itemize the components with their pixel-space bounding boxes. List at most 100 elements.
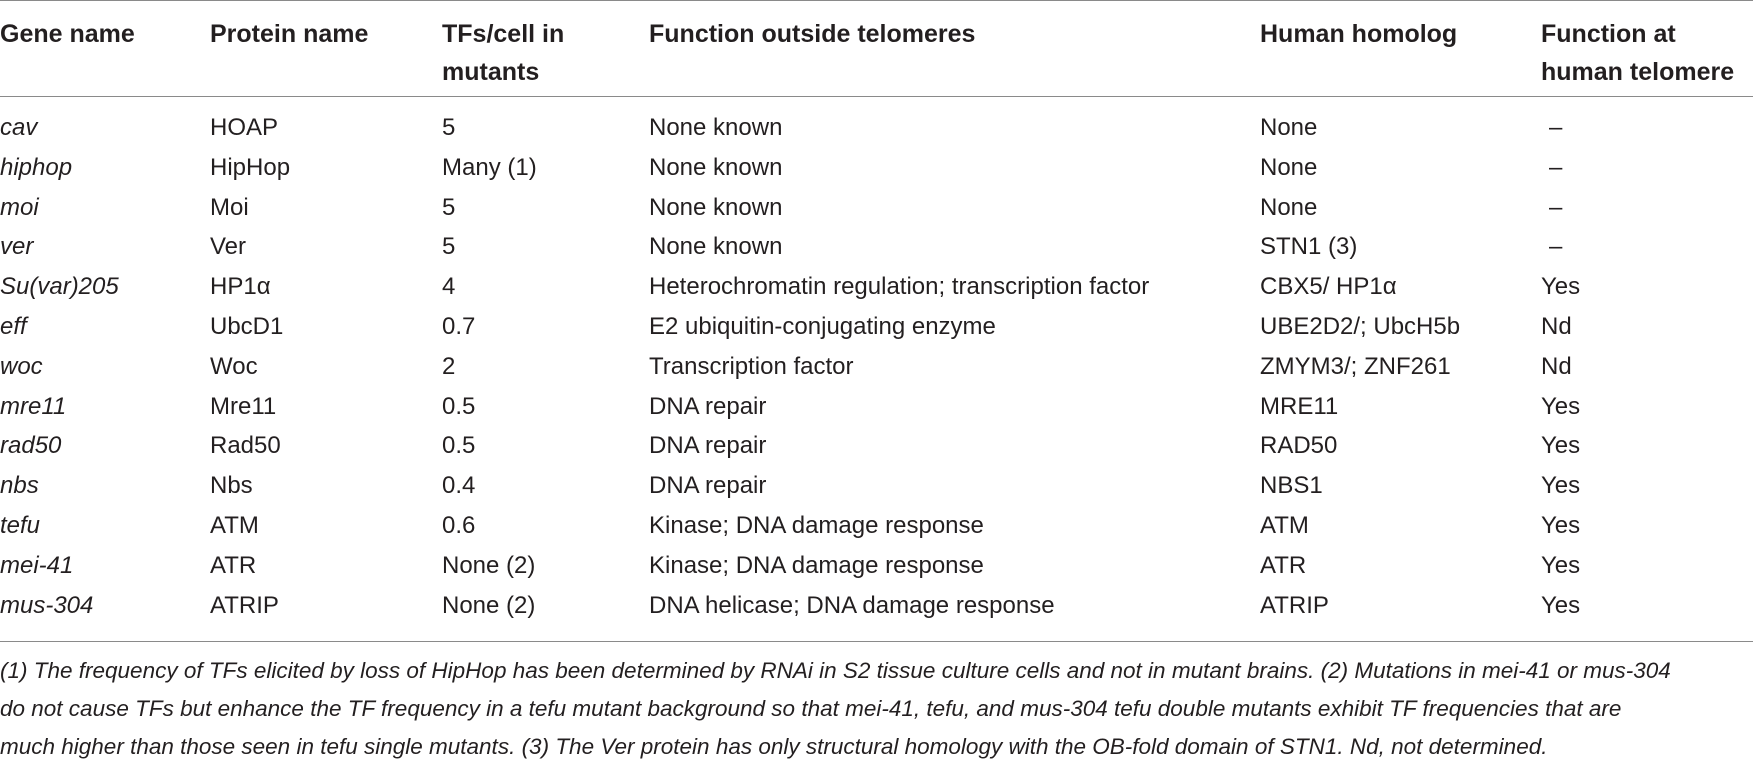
cell-gene-name: hiphop [0, 153, 73, 181]
cell-human-homolog: ATM [1260, 512, 1309, 539]
header-human-telomere-function: Function at human telomere [1541, 15, 1734, 91]
table-row: woc Woc 2 Transcription factor ZMYM3/; ZNF26… [0, 347, 1753, 387]
cell-protein-name: UbcD1 [210, 313, 284, 340]
cell-human-homolog: MRE11 [1260, 392, 1339, 420]
cell-gene-name: rad50 [0, 432, 62, 460]
cell-human-homolog: NBS1 [1260, 472, 1323, 500]
cell-tfs-per-cell: 0.5 [442, 432, 476, 460]
cell-tfs-per-cell: 5 [442, 233, 456, 261]
cell-function-outside: Kinase; DNA damage response [649, 512, 984, 539]
cell-gene-name: tefu [0, 512, 41, 539]
cell-gene-name: woc [0, 352, 43, 380]
table-row: moi Moi 5 None known None – [0, 188, 1753, 228]
table-row: cav HOAP 5 None known None – [0, 108, 1753, 148]
cell-function-outside: None known [649, 233, 783, 261]
header-tfs-line1: TFs/cell in [442, 20, 565, 48]
cell-function-outside: DNA repair [649, 432, 767, 460]
table-row: mei-41 ATR None (2) Kinase; DNA damage resp… [0, 546, 1753, 586]
cell-human-telomere-function: – [1549, 233, 1563, 261]
cell-protein-name: Woc [210, 352, 258, 380]
header-gene-name: Gene name [0, 20, 135, 48]
cell-tfs-per-cell: None (2) [442, 551, 536, 579]
cell-human-homolog: None [1260, 193, 1318, 221]
cell-tfs-per-cell: 0.5 [442, 392, 476, 420]
cell-tfs-per-cell: Many (1) [442, 153, 537, 181]
cell-function-outside: DNA helicase; DNA damage response [649, 591, 1055, 619]
table-bottom-rule [0, 641, 1753, 642]
cell-function-outside: Kinase; DNA damage response [649, 551, 984, 579]
cell-human-homolog: UBE2D2/; UbcH5b [1260, 313, 1461, 340]
cell-human-homolog: ATR [1260, 551, 1307, 579]
cell-protein-name: ATM [210, 512, 259, 539]
footnote-line-3: much higher than those seen in tefu sing… [0, 734, 1548, 759]
cell-gene-name: cav [0, 114, 38, 141]
cell-gene-name: mus-304 [0, 591, 94, 619]
cell-function-outside: DNA repair [649, 472, 767, 500]
cell-human-telomere-function: Yes [1541, 392, 1581, 420]
cell-human-telomere-function: – [1549, 193, 1563, 221]
cell-protein-name: ATR [210, 551, 257, 579]
cell-human-telomere-function: Yes [1541, 273, 1581, 301]
cell-tfs-per-cell: 2 [442, 352, 456, 380]
cell-human-telomere-function: Yes [1541, 472, 1581, 500]
cell-human-telomere-function: Nd [1541, 352, 1572, 380]
cell-protein-name: HP1α [210, 273, 271, 301]
cell-human-homolog: None [1260, 153, 1318, 181]
table-row: hiphop HipHop Many (1) None known None – [0, 148, 1753, 188]
header-tfs-line2: mutants [442, 58, 540, 86]
table-row: rad50 Rad50 0.5 DNA repair RAD50 Yes [0, 426, 1753, 466]
cell-human-telomere-function: Yes [1541, 432, 1581, 460]
cell-human-homolog: None [1260, 114, 1318, 141]
cell-protein-name: Rad50 [210, 432, 281, 460]
table-row: nbs Nbs 0.4 DNA repair NBS1 Yes [0, 466, 1753, 506]
cell-human-telomere-function: Yes [1541, 591, 1581, 619]
cell-function-outside: E2 ubiquitin-conjugating enzyme [649, 313, 996, 340]
cell-human-telomere-function: Yes [1541, 512, 1581, 539]
cell-gene-name: mre11 [0, 392, 67, 420]
cell-human-telomere-function: – [1549, 153, 1563, 181]
footnote-line-1: (1) The frequency of TFs elicited by los… [0, 658, 1671, 683]
cell-human-homolog: RAD50 [1260, 432, 1338, 460]
cell-tfs-per-cell: 0.6 [442, 512, 476, 539]
table-header-rule [0, 96, 1753, 97]
cell-gene-name: mei-41 [0, 551, 74, 579]
cell-tfs-per-cell: 5 [442, 193, 456, 221]
cell-human-telomere-function: – [1549, 114, 1563, 141]
header-function-outside: Function outside telomeres [649, 20, 976, 48]
cell-function-outside: Heterochromatin regulation; transcriptio… [649, 273, 1150, 301]
table-row: Su(var)205 HP1α 4 Heterochromatin regulatio… [0, 267, 1753, 307]
table-footnote: (1) The frequency of TFs elicited by los… [0, 652, 1753, 766]
header-protein-name: Protein name [210, 20, 369, 48]
cell-protein-name: HipHop [210, 153, 291, 181]
cell-function-outside: Transcription factor [649, 352, 854, 380]
header-tfs-per-cell: TFs/cell in mutants [442, 15, 564, 91]
cell-human-telomere-function: Yes [1541, 551, 1581, 579]
cell-gene-name: moi [0, 193, 39, 221]
cell-tfs-per-cell: 0.4 [442, 472, 476, 500]
cell-protein-name: HOAP [210, 114, 279, 141]
cell-tfs-per-cell: 5 [442, 114, 456, 141]
cell-protein-name: Moi [210, 193, 249, 221]
cell-gene-name: eff [0, 313, 27, 340]
cell-protein-name: Mre11 [210, 392, 277, 420]
cell-gene-name: ver [0, 233, 34, 261]
table-row: tefu ATM 0.6 Kinase; DNA damage response ATM… [0, 506, 1753, 546]
cell-gene-name: Su(var)205 [0, 273, 119, 301]
cell-protein-name: Nbs [210, 472, 253, 500]
header-human-fn-line2: human telomere [1541, 58, 1735, 86]
cell-human-homolog: ZMYM3/; ZNF261 [1260, 352, 1451, 380]
cell-function-outside: None known [649, 153, 783, 181]
cell-gene-name: nbs [0, 472, 39, 500]
cell-function-outside: None known [649, 114, 783, 141]
cell-function-outside: None known [649, 193, 783, 221]
cell-human-homolog: ATRIP [1260, 591, 1329, 619]
cell-tfs-per-cell: 4 [442, 273, 456, 301]
header-human-fn-line1: Function at [1541, 20, 1676, 48]
cell-human-homolog: STN1 (3) [1260, 233, 1358, 261]
footnote-line-2: do not cause TFs but enhance the TF freq… [0, 696, 1622, 721]
cell-human-homolog: CBX5/ HP1α [1260, 273, 1397, 301]
